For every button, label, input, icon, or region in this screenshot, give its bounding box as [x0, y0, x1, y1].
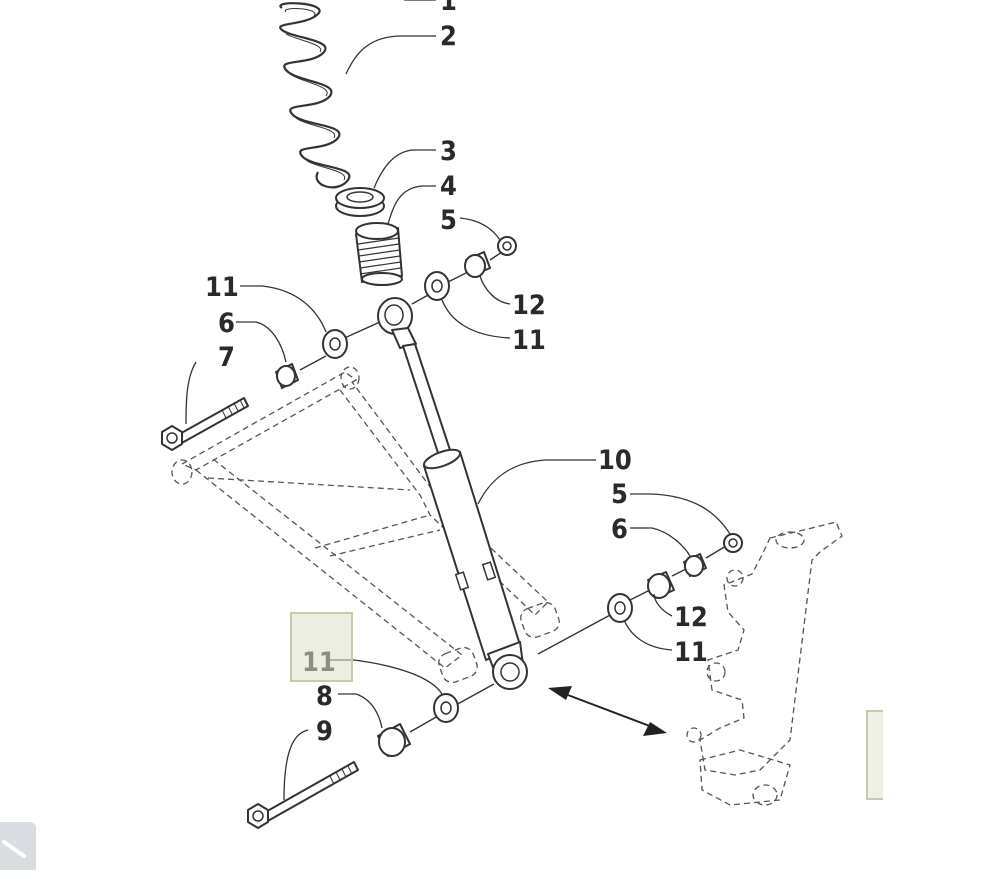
side-panel-tab[interactable] — [866, 710, 883, 800]
callout-6-upper: 6 — [218, 308, 235, 339]
callout-10: 10 — [598, 445, 632, 476]
callout-9: 9 — [316, 716, 333, 747]
callout-6-lower: 6 — [611, 514, 628, 545]
shock-absorber — [377, 297, 528, 690]
callout-4: 4 — [440, 171, 457, 202]
callout-labels: 1 2 3 4 5 11 12 11 6 7 10 5 6 12 11 11 8… — [205, 0, 708, 747]
coil-spring — [279, 2, 351, 189]
expand-arrow-icon — [2, 840, 26, 858]
callout-1: 1 — [440, 0, 457, 17]
callout-11-lower-right: 11 — [674, 637, 708, 668]
callout-12-lower: 12 — [674, 602, 708, 633]
callout-12-upper: 12 — [512, 290, 546, 321]
callout-5-lower: 5 — [611, 479, 628, 510]
callout-5-upper: 5 — [440, 205, 457, 236]
assembly-direction-arrow — [548, 686, 667, 736]
callout-2: 2 — [440, 21, 457, 52]
spring-adjuster-nut — [335, 187, 385, 217]
upper-mount-hardware — [161, 236, 517, 451]
lower-mount-hardware — [247, 533, 743, 829]
callout-8: 8 — [316, 681, 333, 712]
callout-3: 3 — [440, 136, 457, 167]
spindle-outline — [686, 521, 843, 806]
bump-stop — [355, 222, 403, 286]
callout-11-upper-left: 11 — [205, 272, 239, 303]
callout-11-upper-right: 11 — [512, 325, 546, 356]
callout-7: 7 — [218, 342, 235, 373]
corner-expand-button[interactable] — [0, 822, 36, 870]
a-arm-outline — [171, 366, 560, 684]
leader-lines — [185, 0, 731, 801]
callout-11-hotspot[interactable] — [290, 612, 353, 682]
